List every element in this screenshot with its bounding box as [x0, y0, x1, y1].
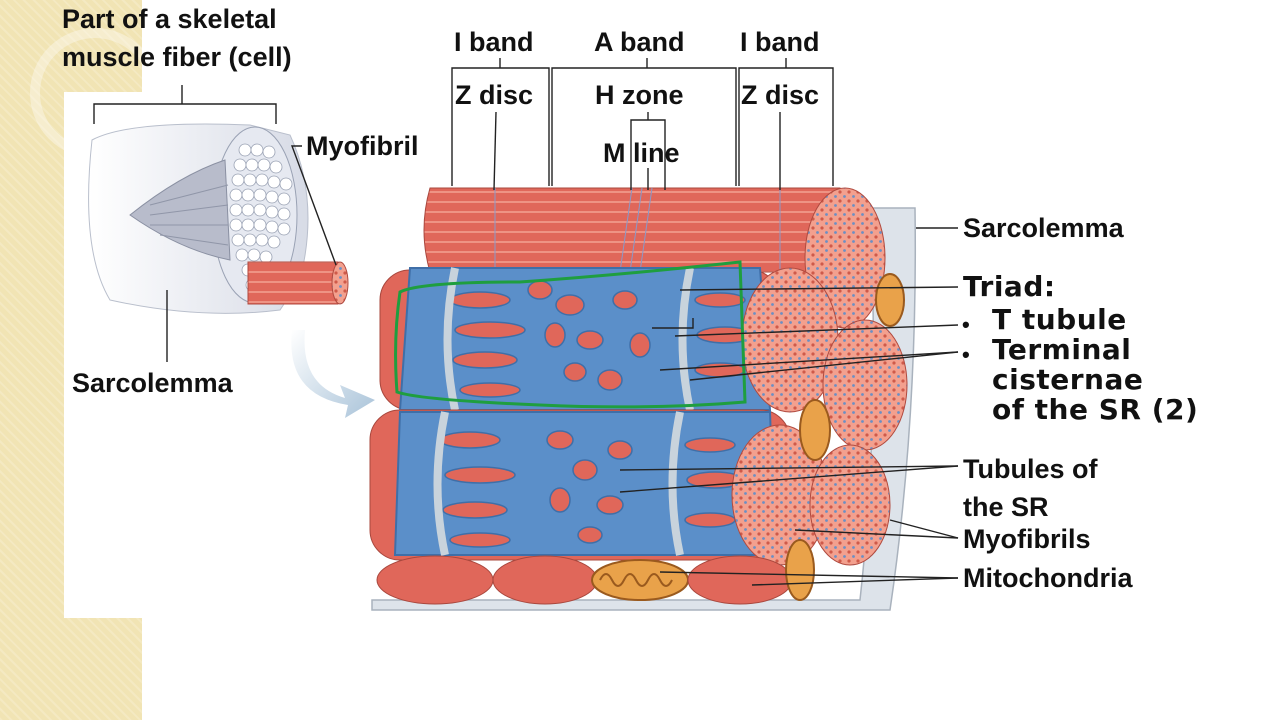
tubules-sr-line1: Tubules of	[963, 454, 1098, 484]
bullet-terminal: •	[962, 342, 970, 367]
tubules-sr-line2: the SR	[963, 492, 1049, 522]
title-line1: Part of a skeletal	[62, 4, 277, 34]
z-disc-right-label: Z disc	[741, 80, 820, 110]
bullet-t-tubule: •	[962, 312, 970, 337]
i-band-right-label: I band	[740, 27, 820, 57]
leader-lines	[93, 58, 959, 586]
myofibril-label: Myofibril	[306, 131, 419, 161]
sarcolemma-left-label: Sarcolemma	[72, 368, 233, 398]
triad-label: Triad:	[963, 270, 1056, 303]
mitochondria-label: Mitochondria	[963, 563, 1133, 593]
a-band-label: A band	[594, 27, 685, 57]
arrow-icon	[291, 330, 375, 418]
myofibrils-label: Myofibrils	[963, 524, 1091, 554]
z-disc-left-label: Z disc	[455, 80, 534, 110]
i-band-left-label: I band	[454, 27, 534, 57]
myofibril-segment	[247, 261, 349, 305]
mitochondria-row	[376, 273, 905, 605]
annotation-outline	[394, 260, 747, 409]
terminal-cisternae-line3: of the SR (2)	[992, 393, 1199, 426]
main-cutaway	[369, 187, 917, 611]
m-line-label: M line	[603, 138, 680, 168]
t-tubule-label: T tubule	[992, 303, 1127, 336]
sarcolemma-right-label: Sarcolemma	[963, 213, 1124, 243]
h-zone-label: H zone	[595, 80, 684, 110]
terminal-cisternae-line1: Terminal	[992, 333, 1132, 366]
title-line2: muscle fiber (cell)	[62, 42, 292, 72]
fiber-inset	[88, 123, 375, 418]
myofibril-cross-sections	[731, 267, 908, 566]
terminal-cisternae-line2: cisternae	[992, 363, 1144, 396]
